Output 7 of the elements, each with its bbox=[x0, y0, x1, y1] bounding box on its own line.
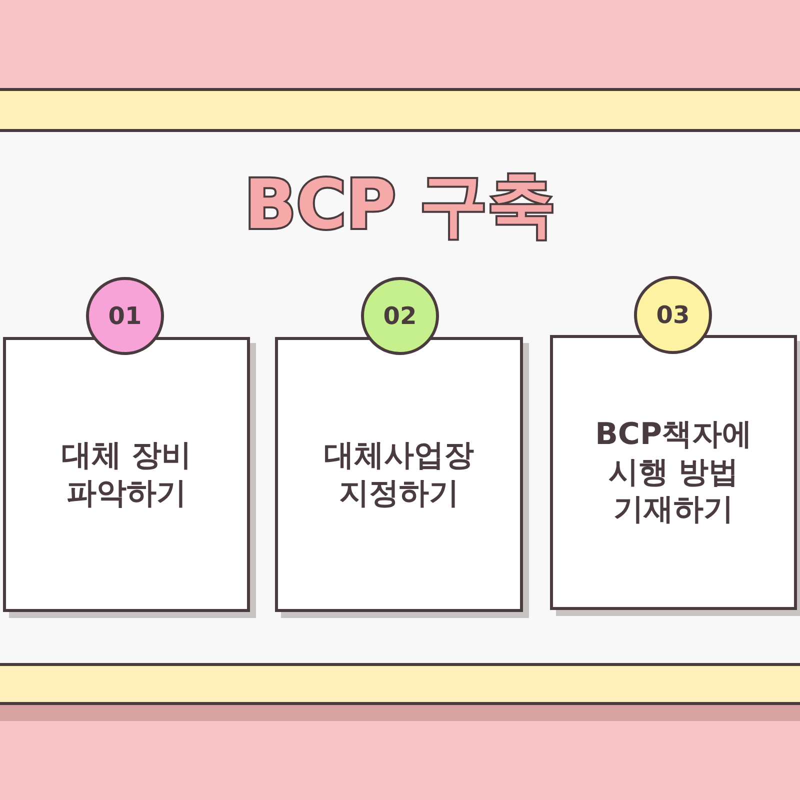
step-number: 02 bbox=[383, 302, 417, 330]
step-text: 대체사업장 지정하기 bbox=[323, 437, 475, 512]
step-text: BCP책자에 시행 방법 기재하기 bbox=[594, 416, 753, 529]
step-number: 03 bbox=[656, 301, 690, 329]
title: BCP 구축 bbox=[244, 166, 556, 245]
step-text: 대체 장비 파악하기 bbox=[60, 437, 193, 512]
step-number: 01 bbox=[108, 302, 142, 330]
